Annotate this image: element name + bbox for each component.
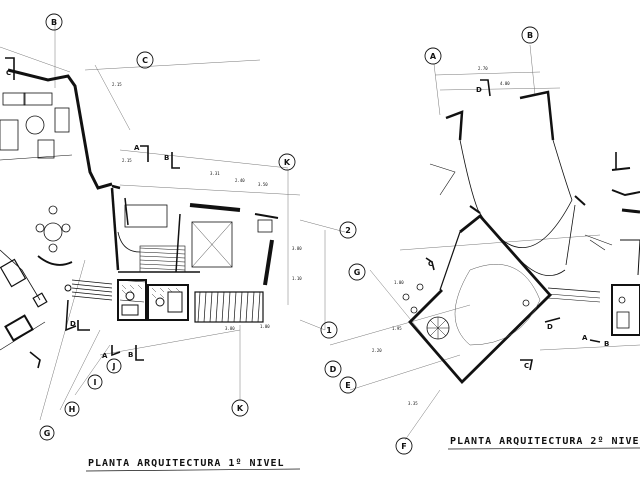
grid-bubble-1	[320, 321, 338, 339]
grid-bubble-F	[395, 437, 413, 455]
grid-label-A: A	[430, 52, 437, 61]
grid-bubble-C	[136, 51, 154, 69]
section-mark-D3: D	[547, 323, 553, 331]
grid-label-K-top: K	[284, 158, 291, 167]
grid-bubble-B	[45, 13, 63, 31]
floor-plan-level-1	[0, 13, 357, 441]
grid-label-F: F	[401, 442, 406, 451]
section-mark-A2: A	[102, 352, 108, 360]
right-wing-level-2	[519, 167, 640, 336]
grid-label-D: D	[330, 365, 337, 374]
grid-label-B: B	[51, 18, 57, 27]
section-mark-A: A	[134, 144, 140, 152]
section-mark-B: B	[164, 154, 169, 162]
coffee-table	[25, 115, 45, 135]
grid-bubble-A	[424, 47, 442, 65]
dimension: 4.00	[500, 81, 510, 86]
dimension: 3.50	[258, 182, 268, 187]
section-mark-C2: C	[428, 260, 433, 268]
lower-room-level-2	[402, 214, 552, 385]
dimension: 1.00	[260, 324, 270, 329]
plan-title-level-1: PLANTA ARQUITECTURA 1º NIVEL	[88, 458, 285, 469]
exterior-details-level-1	[0, 249, 48, 351]
bathrooms-level-1	[117, 279, 189, 321]
axis-lines-level-1	[0, 25, 346, 421]
labels: B C K 2 1 K J I H G A B G D E F A B D A …	[6, 18, 640, 469]
title-underlines	[85, 447, 640, 472]
grid-bubble-I	[87, 374, 103, 390]
grid-bubble-D	[324, 360, 342, 378]
dimension: 1.10	[292, 276, 302, 281]
living-room-level-1	[0, 68, 113, 190]
terrace-hatch-level-1	[194, 291, 264, 323]
grid-label-J: J	[112, 362, 116, 371]
upper-pavilion-level-2	[429, 90, 586, 249]
dimension: 2.15	[112, 82, 122, 87]
dimension: 3.80	[292, 246, 302, 251]
grid-bubble-E	[339, 376, 357, 394]
dimension: 3.31	[210, 171, 220, 176]
floor-plan-level-2	[324, 26, 640, 455]
grid-label-E: E	[345, 381, 350, 390]
section-cuts-level-2	[425, 79, 617, 371]
grid-label-G: G	[44, 429, 51, 438]
section-mark-D2: D	[476, 86, 482, 94]
grid-bubbles-level-2	[324, 26, 539, 455]
grid-label-C: C	[142, 56, 148, 65]
section-mark-C: C	[6, 69, 11, 77]
grid-label-G2: G	[354, 268, 361, 277]
section-mark-B2: B	[128, 351, 133, 359]
dimension: 3.80	[225, 326, 235, 331]
dining-area-level-1	[35, 205, 73, 266]
dimension: 2.15	[122, 158, 132, 163]
section-mark-D: D	[70, 320, 76, 328]
section-mark-B3: B	[604, 340, 609, 348]
stair-hatch-level-1	[117, 231, 186, 273]
dimension: 2.40	[235, 178, 245, 183]
section-cuts-level-1	[5, 57, 180, 369]
grid-label-H: H	[69, 405, 76, 414]
grid-bubble-B	[521, 26, 539, 44]
section-mark-C3: C	[524, 362, 529, 370]
dimension: 2.70	[478, 66, 488, 71]
grid-bubble-H	[64, 401, 80, 417]
bedroom-level-1	[124, 197, 273, 268]
dimension: 1.95	[392, 326, 402, 331]
grid-bubble-2	[339, 221, 357, 239]
dimension: 1.00	[394, 280, 404, 285]
entry-stairs-level-1	[64, 279, 113, 332]
grid-bubble-K-bottom	[231, 399, 249, 417]
section-mark-A3: A	[582, 334, 588, 342]
grid-label-I: I	[94, 378, 97, 387]
main-walls-level-1	[110, 184, 279, 286]
grid-bubble-G	[348, 263, 366, 281]
grid-bubble-J	[106, 358, 122, 374]
sofa	[2, 92, 26, 106]
grid-bubble-G	[39, 425, 55, 441]
grid-label-K-bottom: K	[237, 404, 244, 413]
dimension: 2.20	[372, 348, 382, 353]
grid-bubble-K-top	[278, 153, 296, 171]
grid-label-B2: B	[527, 31, 533, 40]
grid-bubbles-level-1	[39, 13, 357, 441]
dimension: 3.35	[408, 401, 418, 406]
plan-title-level-2: PLANTA ARQUITECTURA 2º NIVEL	[450, 436, 640, 447]
grid-label-1: 1	[326, 326, 332, 335]
axis-lines-level-2	[329, 44, 640, 441]
grid-label-2: 2	[345, 226, 351, 235]
